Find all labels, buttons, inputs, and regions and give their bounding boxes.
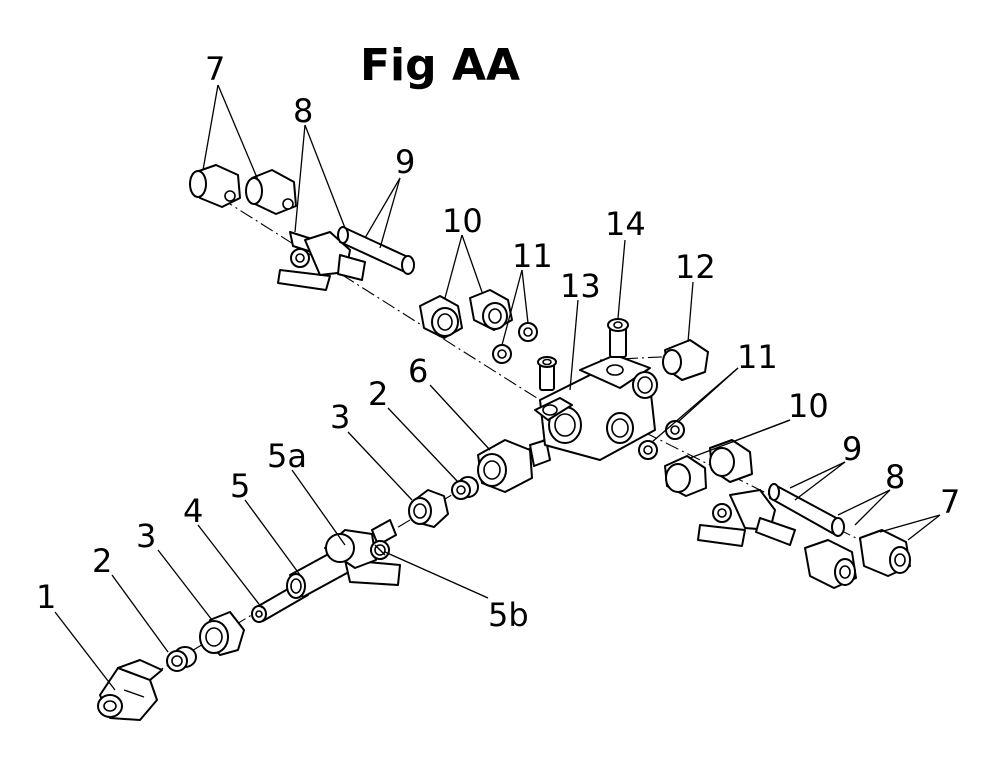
callout-14: 14	[605, 205, 646, 243]
part-6-adapter	[477, 439, 551, 493]
part-8-fitting-lower	[697, 489, 796, 547]
callout-2-upper: 2	[368, 375, 388, 413]
callout-3-upper: 3	[330, 398, 350, 436]
part-10-hex-nut-right-a	[709, 439, 753, 483]
part-5a-clamp	[324, 519, 401, 586]
callout-5: 5	[230, 467, 250, 505]
leader-lines	[54, 84, 941, 691]
part-11-ring-upper-a	[518, 322, 538, 342]
part-10-hex-nut-upper-a	[419, 295, 463, 339]
callout-10-lower: 10	[788, 387, 829, 425]
callout-5b: 5b	[488, 596, 529, 634]
part-10-hex-nut-right-b	[664, 455, 707, 497]
callout-9-upper: 9	[395, 143, 415, 181]
part-2-ring-upper	[451, 476, 479, 500]
figure-title: Fig AA	[360, 40, 520, 91]
callout-5a: 5a	[267, 437, 307, 475]
part-11-ring-upper-b	[492, 344, 512, 364]
callout-4: 4	[183, 492, 203, 530]
part-3-hex-nut-upper	[408, 489, 449, 528]
part-9-pin-upper	[337, 226, 415, 275]
callout-11-lower: 11	[737, 338, 778, 376]
callout-6: 6	[408, 352, 428, 390]
part-7-hex-connector-d	[859, 529, 911, 577]
part-12-plug	[662, 339, 709, 381]
callout-3-lower: 3	[136, 517, 156, 555]
part-11-ring-right-b	[638, 440, 658, 460]
callout-13: 13	[560, 267, 601, 305]
callout-8-lower: 8	[885, 458, 905, 496]
callout-7-lower: 7	[940, 483, 960, 521]
part-14-screw-left	[537, 356, 557, 391]
part-10-hex-nut-upper-b	[469, 289, 513, 331]
callout-9-lower: 9	[842, 430, 862, 468]
part-2-ring-lower	[166, 646, 197, 672]
part-3-hex-nut-lower	[199, 611, 245, 656]
part-11-ring-right-a	[665, 420, 685, 440]
callout-2-lower: 2	[92, 542, 112, 580]
callout-1: 1	[36, 578, 56, 616]
callout-labels: 1 2 3 4 5 5a 5b 3 2 6 7 8 9 10 11 13 14 …	[36, 50, 960, 634]
callout-8-upper: 8	[293, 92, 313, 130]
callout-12: 12	[675, 248, 716, 286]
part-8-fitting-upper	[277, 231, 366, 291]
callout-11-upper: 11	[512, 237, 553, 275]
part-1-hex-connector	[97, 659, 163, 721]
part-14-screw-top	[607, 318, 629, 358]
part-9-pin-lower	[768, 483, 845, 537]
part-7-hex-connector-b	[245, 169, 297, 215]
part-7-hex-connector-a	[189, 164, 241, 208]
callout-10-upper: 10	[442, 202, 483, 240]
part-7-hex-connector-c	[804, 539, 857, 589]
callout-7-upper: 7	[205, 50, 225, 88]
part-13-manifold-block	[534, 354, 658, 461]
